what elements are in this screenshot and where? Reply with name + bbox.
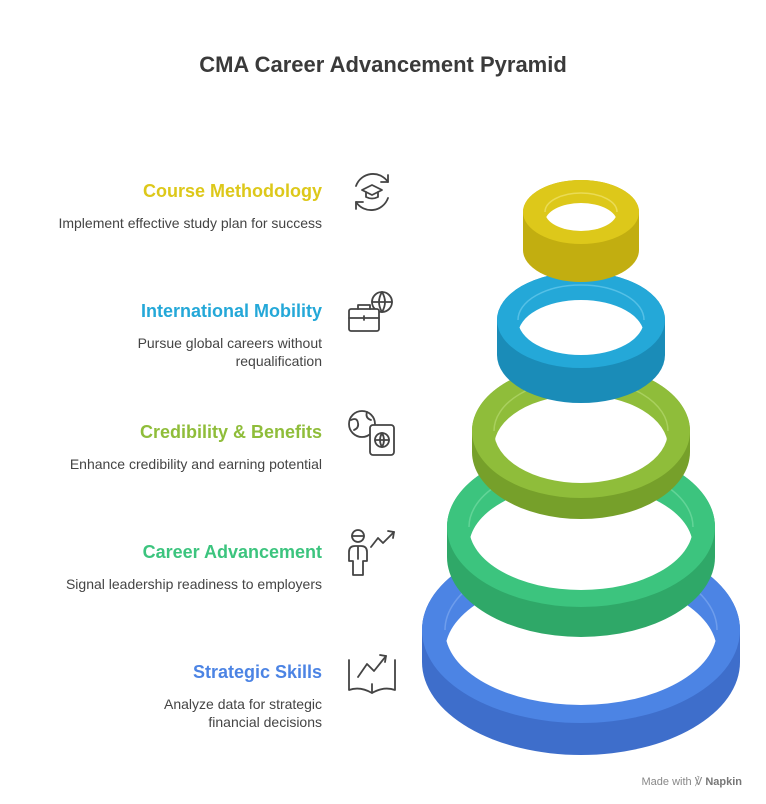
level-title: Course Methodology	[143, 181, 322, 201]
graduation-cap-cycle-icon	[345, 165, 399, 219]
level-career-advancement: Career Advancement Signal leadership rea…	[12, 541, 322, 593]
level-title: International Mobility	[140, 301, 322, 321]
level-course-methodology: Course Methodology Implement effective s…	[12, 180, 322, 232]
ring-course-methodology	[523, 180, 639, 282]
level-title: Credibility & Benefits	[139, 422, 322, 442]
level-description: Enhance credibility and earning potentia…	[69, 456, 322, 472]
level-strategic-skills: Strategic Skills Analyze data for strate…	[12, 661, 322, 731]
watermark-prefix: Made with	[641, 776, 692, 788]
briefcase-globe-icon	[345, 287, 399, 341]
watermark-brand: Napkin	[705, 776, 742, 788]
level-description: Signal leadership readiness to employers	[65, 576, 322, 592]
book-chart-icon	[345, 646, 399, 700]
globe-passport-icon	[345, 405, 399, 459]
level-international-mobility: International Mobility Pursue global car…	[12, 300, 322, 370]
person-growth-icon	[345, 525, 399, 579]
napkin-logo-icon: ℣	[694, 776, 703, 788]
level-description: Implement effective study plan for succe…	[58, 215, 322, 231]
level-credibility-benefits: Credibility & Benefits Enhance credibili…	[12, 421, 322, 473]
level-description: Analyze data for strategic financial dec…	[164, 696, 322, 730]
level-title: Strategic Skills	[192, 662, 322, 682]
page-title: CMA Career Advancement Pyramid	[199, 52, 567, 77]
ring-international-mobility	[497, 272, 665, 403]
level-title: Career Advancement	[142, 542, 322, 562]
watermark: Made with ℣ Napkin	[642, 775, 742, 788]
level-description: Pursue global careers without requalific…	[137, 335, 322, 369]
